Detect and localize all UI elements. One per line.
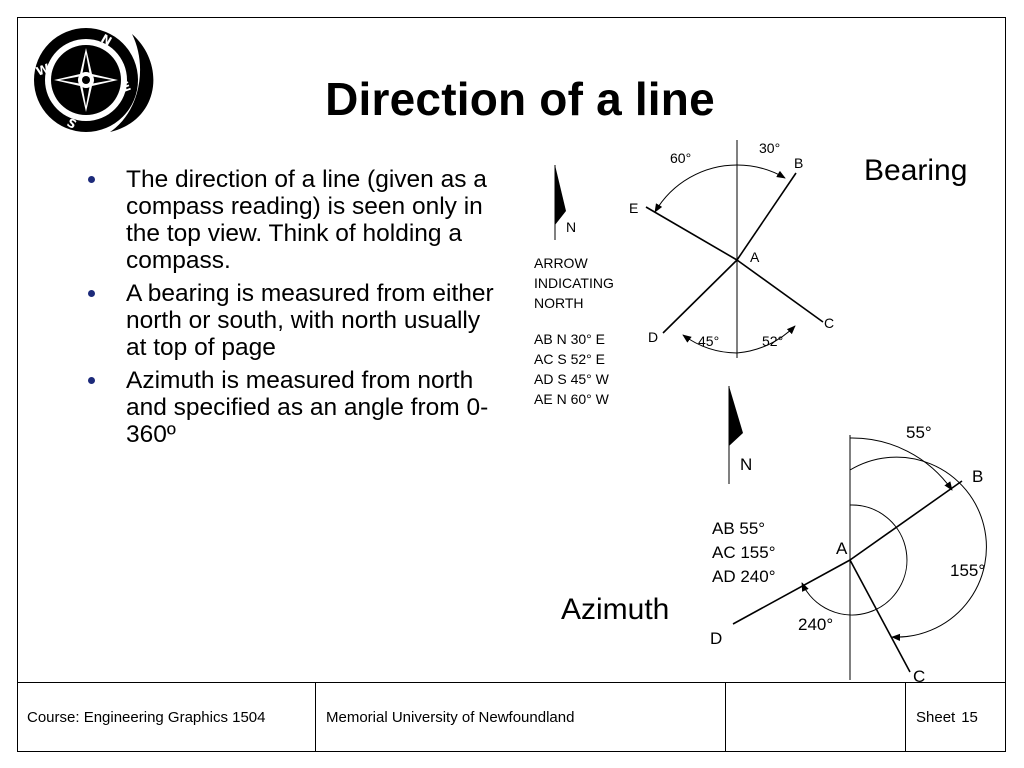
north-arrow-label: N [566,219,576,235]
slide-frame [17,17,1006,752]
point-label-d: D [648,329,658,345]
angle-label-ae: 60° [670,150,691,166]
angle-label-ab: 30° [759,140,780,156]
bearing-label: Bearing [864,154,968,187]
point-label-c: C [913,667,925,686]
bullet-item: Azimuth is measured from north and speci… [86,367,506,448]
footer: Course: Engineering Graphics 1504 Memori… [17,682,1006,752]
bullet-dot-icon [88,377,95,384]
arc-ad [801,504,908,616]
line-ab [736,172,797,261]
arc-ac [849,456,987,641]
angle-label-ad: 240° [798,615,833,634]
azimuth-reading: AC 155° [712,543,776,562]
angle-label-ac: 52° [762,333,783,349]
angle-label-ab: 55° [906,423,932,442]
bearing-reading: AB N 30° E [534,331,605,347]
azimuth-reading: AD 240° [712,567,776,586]
line-ab [849,480,963,561]
angle-label-ac: 155° [950,561,985,580]
arc-ab [736,164,786,179]
arrow-caption-line: ARROW [534,255,588,271]
bullet-item: A bearing is measured from either north … [86,280,506,361]
azimuth-diagram: N AB 55° AC 155° AD 240° A B D C 55° 155… [710,386,987,686]
sheet-label: Sheet [916,709,956,726]
bullet-text: The direction of a line (given as a comp… [126,166,487,274]
line-ac [736,259,824,323]
arrow-caption-line: NORTH [534,295,584,311]
footer-blank [726,683,906,752]
arc-ad [682,334,738,354]
footer-course: Course: Engineering Graphics 1504 [17,683,316,752]
point-label-b: B [794,155,803,171]
point-label-a: A [836,539,848,558]
compass-icon: N W E S [34,28,154,132]
footer-university: Memorial University of Newfoundland [316,683,726,752]
azimuth-label: Azimuth [561,593,670,626]
footer-sheet: Sheet 15 [906,683,1006,752]
angle-label-ad: 45° [698,333,719,349]
bullet-text: A bearing is measured from either north … [126,280,494,361]
arc-ae [654,164,738,213]
bullet-dot-icon [88,290,95,297]
north-arrow-icon [555,165,566,225]
bullet-text: Azimuth is measured from north and speci… [126,367,489,448]
point-label-d: D [710,629,722,648]
north-arrow-icon [729,386,743,446]
point-label-b: B [972,467,983,486]
page-title: Direction of a line [325,73,715,125]
point-label-a: A [750,249,760,265]
azimuth-reading: AB 55° [712,519,765,538]
bearing-reading: AC S 52° E [534,351,605,367]
bearing-diagram: N ARROW INDICATING NORTH AB N 30° E AC S… [534,140,834,407]
bullet-list: The direction of a line (given as a comp… [86,166,506,454]
sheet-number: 15 [961,709,978,726]
arrow-caption-line: INDICATING [534,275,614,291]
arc-ab [849,437,953,491]
north-arrow-label: N [740,455,752,474]
bearing-reading: AD S 45° W [534,371,610,387]
bearing-reading: AE N 60° W [534,391,610,407]
line-ae [645,206,738,261]
point-label-c: C [824,315,834,331]
line-ad [732,559,851,625]
bullet-dot-icon [88,176,95,183]
line-ad [662,259,738,334]
point-label-e: E [629,200,638,216]
logo-letter-w: W [34,61,51,79]
line-ac [849,559,911,673]
arc-ac [736,325,796,354]
bullet-item: The direction of a line (given as a comp… [86,166,506,274]
